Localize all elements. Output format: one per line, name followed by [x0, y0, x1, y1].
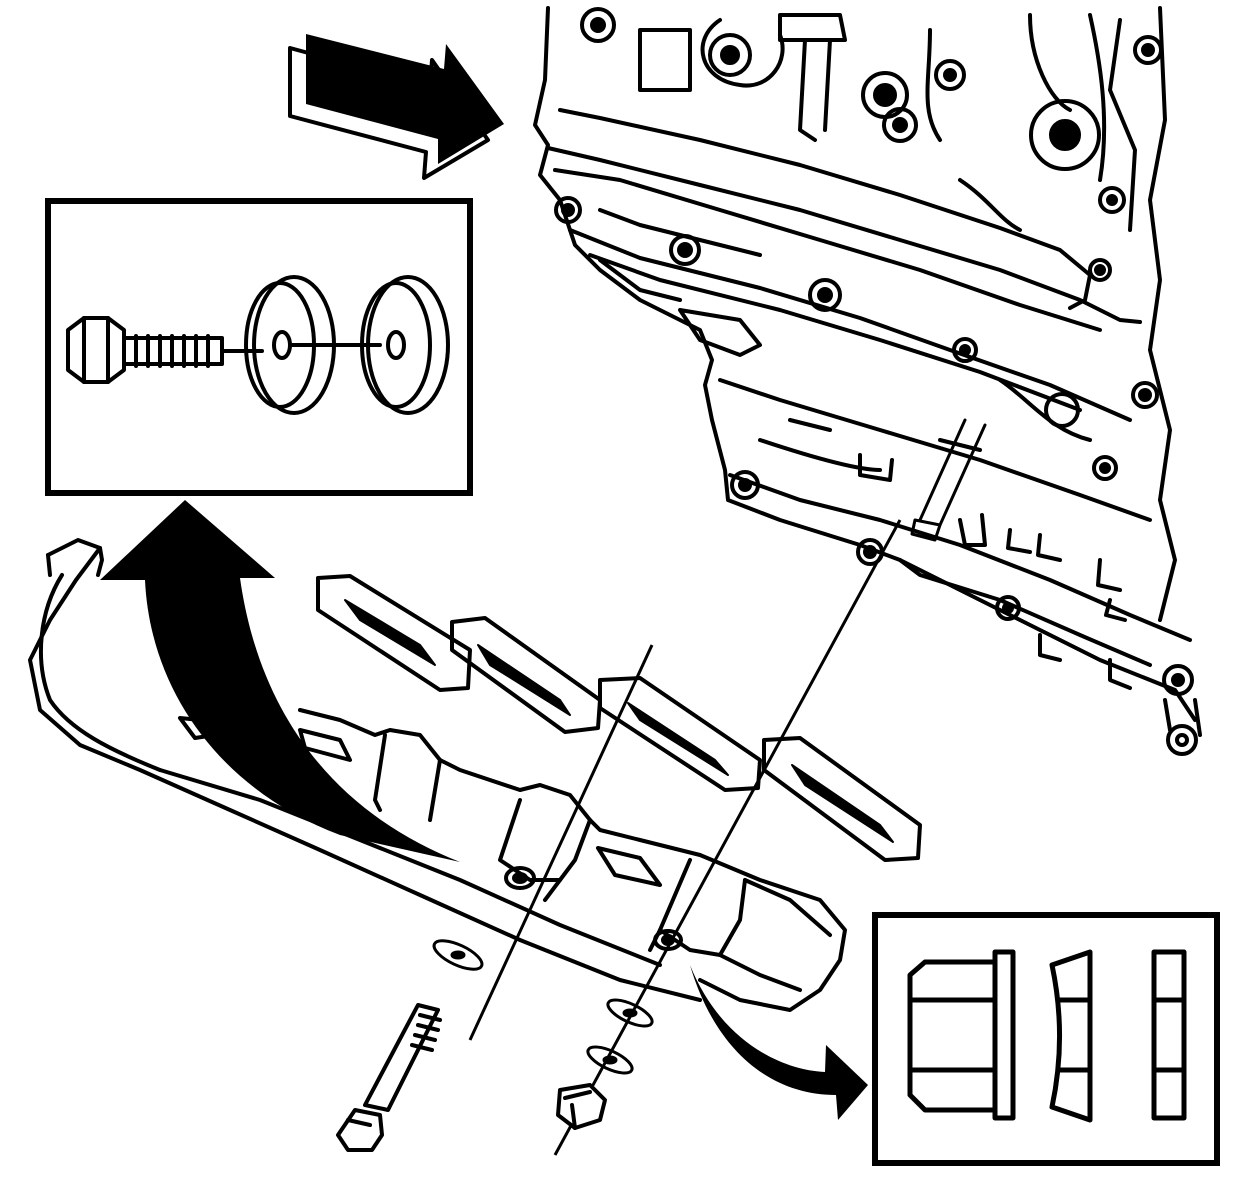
upper-detail-arrow: [100, 500, 460, 862]
washer-icon: [360, 275, 450, 415]
gasket-2: [450, 616, 602, 734]
head-nut-icon: [708, 33, 752, 77]
gasket-3: [598, 676, 762, 792]
rail-bolt-icon: [1162, 664, 1194, 696]
exhaust-manifold: [28, 538, 847, 1012]
stud-bolt: [336, 1003, 442, 1152]
lower-detail-arrow: [690, 965, 868, 1120]
head-bolt-icon: [554, 196, 582, 224]
rail-bolt-icon: [995, 595, 1021, 621]
bolt-and-washers-detail: [45, 198, 473, 496]
assembly-axis-lines: [468, 519, 902, 1156]
head-nut-icon: [1029, 99, 1101, 171]
head-nut-icon: [580, 7, 616, 43]
head-nut-icon: [1133, 35, 1163, 65]
conical-washer-icon: [1049, 949, 1093, 1123]
gasket-1: [316, 574, 472, 692]
view-direction-arrow: [288, 34, 504, 180]
head-nut-icon: [934, 59, 966, 91]
bolt-icon: [66, 316, 264, 384]
head-fastener-group: [554, 7, 1194, 696]
nut-and-washers-detail: [872, 912, 1220, 1166]
gasket-4: [762, 736, 922, 862]
rail-bolt-icon: [1092, 455, 1118, 481]
head-bolt-icon: [1044, 392, 1080, 428]
rail-bolt-icon: [730, 470, 760, 500]
flat-washer-icon: [1151, 949, 1187, 1121]
washer-icon: [586, 1045, 634, 1075]
head-bolt-icon: [669, 234, 701, 266]
manifold-gasket-group: [316, 574, 922, 862]
washer-icon: [244, 275, 382, 415]
flange-nut-icon: [556, 1083, 607, 1130]
head-bolt-icon: [1131, 381, 1159, 409]
cylinder-head: [533, 6, 1202, 756]
head-bolt-icon: [952, 337, 978, 363]
head-bolt-icon: [1088, 258, 1112, 282]
head-nut-icon: [1098, 186, 1126, 214]
head-bolt-icon: [808, 278, 842, 312]
flange-nut-icon: [907, 949, 1016, 1121]
washer-icon: [606, 998, 654, 1028]
washer-icon: [432, 939, 484, 971]
head-nut-icon: [882, 107, 918, 143]
